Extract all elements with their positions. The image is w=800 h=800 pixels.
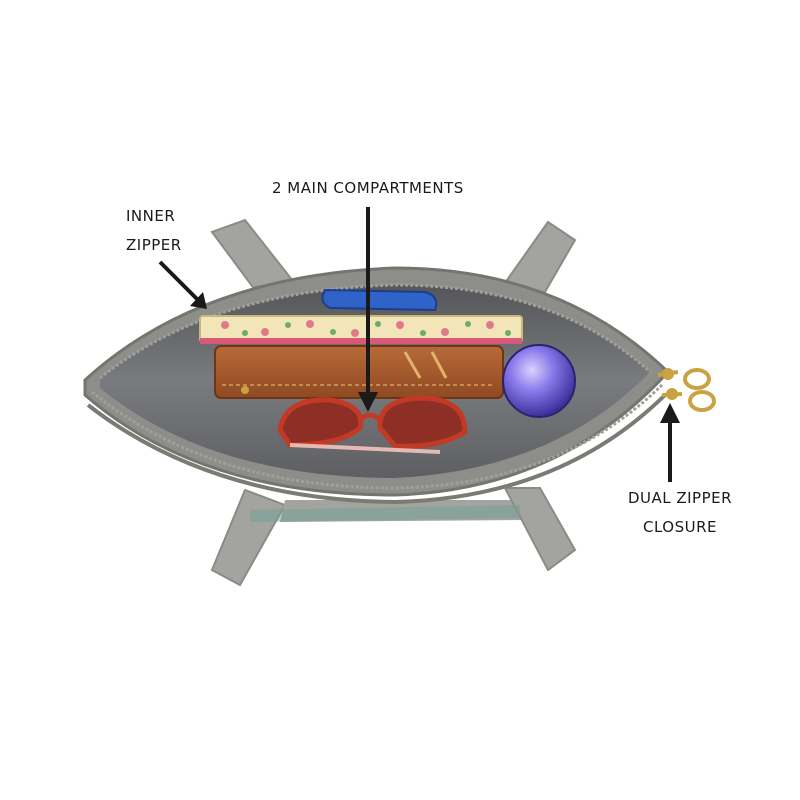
sunglasses bbox=[277, 395, 468, 454]
callout-dual-zipper-line2: CLOSURE bbox=[642, 518, 717, 536]
lip-balm-ball bbox=[502, 344, 576, 418]
callout-dual-zipper: DUAL ZIPPER CLOSURE bbox=[620, 484, 740, 542]
callout-arrows bbox=[158, 207, 680, 482]
handles-bottom bbox=[210, 487, 577, 587]
callout-inner-zipper-line2: ZIPPER bbox=[126, 236, 182, 254]
wallet bbox=[214, 345, 504, 399]
zipper-pulls bbox=[657, 368, 716, 412]
notebook bbox=[199, 315, 523, 344]
callout-main-compartments: 2 MAIN COMPARTMENTS bbox=[272, 174, 472, 203]
callout-inner-zipper: INNER ZIPPER bbox=[126, 202, 206, 260]
callout-inner-zipper-line1: INNER bbox=[126, 207, 176, 225]
callout-main-compartments-text: 2 MAIN COMPARTMENTS bbox=[272, 179, 464, 197]
callout-dual-zipper-line1: DUAL ZIPPER bbox=[627, 489, 733, 507]
phone bbox=[321, 288, 438, 312]
